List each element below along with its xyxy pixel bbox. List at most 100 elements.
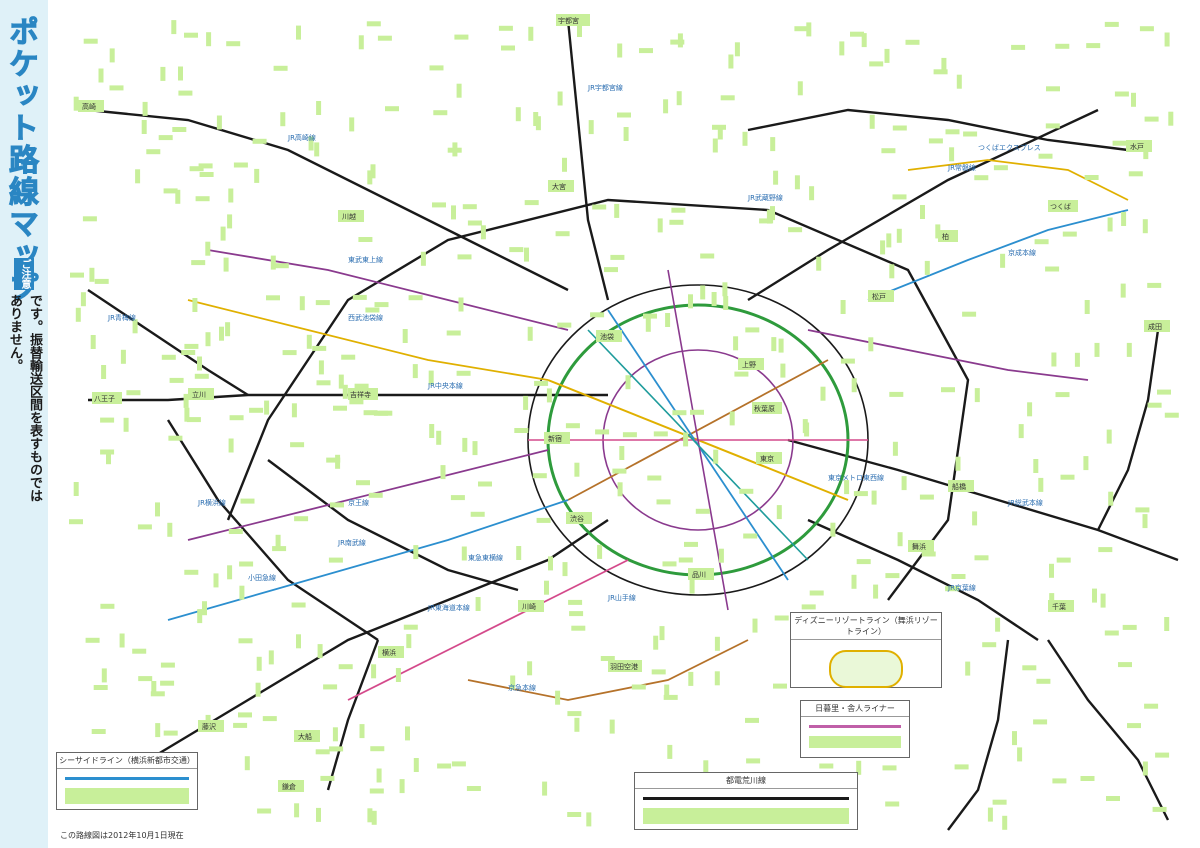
station-chip [588,120,594,135]
station-chip [745,327,760,333]
station-kichijoji[interactable]: 吉祥寺 [350,390,371,399]
station-chip [199,172,214,177]
station-omiya[interactable]: 大宮 [552,182,566,191]
station-chip [1052,778,1067,784]
station-funabashi[interactable]: 船橋 [952,482,966,491]
station-ofuna[interactable]: 大船 [298,732,312,741]
line-label-keio: 京王線 [348,498,369,507]
station-chip [109,85,124,91]
station-chip [223,257,229,272]
legend-nippori: 日暮里・舎人ライナー [800,700,910,758]
station-chip [745,717,759,723]
station-chiba[interactable]: 千葉 [1052,602,1066,611]
line-label-tx: つくばエクスプレス [978,143,1041,152]
station-chip [819,763,834,769]
station-chip [184,343,199,349]
station-chip [684,541,698,547]
station-chip [853,491,868,497]
station-maihama[interactable]: 舞浜 [912,542,926,551]
station-chip [100,417,115,423]
station-chip [270,255,276,270]
station-chip [163,730,178,736]
station-chip [1045,123,1060,129]
station-kawagoe[interactable]: 川越 [342,212,356,221]
station-chip [229,415,244,421]
station-chip [428,370,434,385]
station-chip [335,454,341,469]
station-shinjuku[interactable]: 新宿 [548,434,562,443]
station-ueno[interactable]: 上野 [742,360,756,369]
station-haneda[interactable]: 羽田空港 [610,662,638,671]
station-chip [1142,761,1148,776]
notice-label: ご注意 [14,258,34,290]
station-chip [1056,557,1071,563]
station-chip [1139,26,1154,32]
station-chip [213,573,219,588]
station-chip [695,508,710,514]
station-chip [332,727,338,742]
line-label-joban: JR常磐線 [947,163,976,172]
station-chip [101,365,107,379]
station-shinagawa[interactable]: 品川 [692,571,706,579]
station-chip [296,634,301,649]
station-chip [478,481,492,487]
station-kawasaki[interactable]: 川崎 [522,602,536,611]
station-hachioji[interactable]: 八王子 [94,395,115,403]
station-chip [840,358,855,364]
station-tokyo[interactable]: 東京 [760,454,774,463]
station-chip [294,516,309,522]
station-chip [1107,217,1113,232]
station-chip [198,163,213,169]
station-takasaki[interactable]: 高崎 [82,102,96,111]
station-chip [316,380,331,386]
station-chip [429,65,444,71]
station-mito[interactable]: 水戸 [1130,142,1144,151]
station-tsukuba[interactable]: つくば [1050,202,1071,211]
station-kashiwa[interactable]: 柏 [942,232,949,241]
station-chip [169,377,184,383]
station-chip [982,642,997,648]
station-chip [291,403,297,418]
station-chip [1164,412,1179,418]
station-narita[interactable]: 成田 [1148,322,1162,331]
station-yokohama[interactable]: 横浜 [382,648,396,657]
station-chip [548,556,553,571]
station-tachikawa[interactable]: 立川 [192,390,206,399]
station-fujisawa[interactable]: 藤沢 [202,722,216,731]
station-chip [688,671,694,686]
station-akihabara[interactable]: 秋葉原 [754,404,775,413]
station-chip [142,101,148,116]
station-chip [717,125,723,140]
station-chip [671,207,686,213]
station-chip [472,441,478,456]
station-chip [406,634,412,649]
station-chip [665,313,671,327]
station-chip [160,66,166,81]
line-label-takasaki: JR高崎線 [287,133,316,142]
station-chip [219,326,224,341]
station-chip [542,781,548,796]
station-chip [160,662,175,668]
station-chip [184,569,199,575]
station-chip [1164,32,1170,47]
station-chip [804,422,810,437]
station-chip [1002,815,1008,830]
station-chip [1164,617,1170,631]
station-shibuya[interactable]: 渋谷 [570,514,584,523]
station-chip [317,644,323,659]
station-chip [722,282,728,297]
station-chip [653,635,659,650]
station-chip [446,330,461,336]
station-chip [191,260,206,266]
line-label-nanbu: JR南武線 [337,538,366,547]
station-matsudo[interactable]: 松戸 [872,292,886,301]
station-chips [69,20,1179,830]
station-chip [1168,111,1174,126]
station-labels: 東京 新宿 池袋 渋谷 品川 上野 秋葉原 八王子 立川 吉祥寺 川崎 横浜 大… [78,14,1170,792]
station-chip [892,125,907,131]
station-ikebukuro[interactable]: 池袋 [600,332,614,341]
station-chip [123,417,129,432]
station-kamakura[interactable]: 鎌倉 [282,782,296,791]
station-chip [1127,723,1141,729]
station-utsunomiya[interactable]: 宇都宮 [558,16,579,25]
